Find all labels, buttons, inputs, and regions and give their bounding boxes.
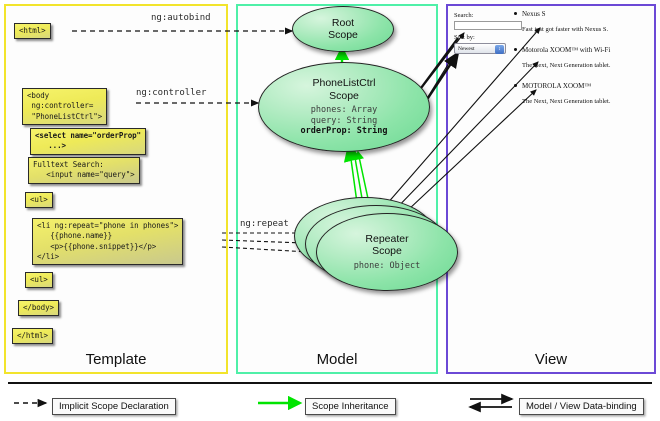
bullet-icon [514, 12, 517, 15]
scope-root: Root Scope [292, 6, 394, 52]
search-label: Search: [454, 12, 474, 19]
code-box-html-open: <html> [14, 23, 51, 40]
panel-model: Model [236, 4, 438, 374]
panel-template-label: Template [85, 351, 147, 368]
bullet-icon [514, 84, 517, 87]
bullet-icon [514, 48, 517, 51]
scope-phonelistctrl-title: PhoneListCtrl Scope [312, 77, 376, 102]
panel-template: Template [4, 4, 228, 374]
scope-prop-bold: orderProp: String [300, 126, 388, 137]
code-box-html-close: </html> [12, 328, 53, 345]
code-box-select: <select name="orderProp" ...> [30, 128, 146, 155]
scope-prop-plain: phones: Array query: String [310, 104, 378, 126]
list-item[interactable]: MOTOROLA XOOM™ The Next, Next Generation… [514, 82, 611, 105]
sort-by-selected-value: Newest [458, 45, 475, 52]
legend-item-implicit-scope-declaration: Implicit Scope Declaration [52, 398, 176, 415]
scope-repeater-props: phone: Object [353, 260, 421, 271]
legend-item-model-view-data-binding: Model / View Data-binding [519, 398, 644, 415]
scope-phonelistctrl-props: phones: Array query: String orderProp: S… [301, 105, 388, 137]
phone-name: Motorola XOOM™ with Wi-Fi [522, 46, 611, 54]
legend: Implicit Scope Declaration Scope Inherit… [0, 382, 660, 421]
search-input[interactable] [454, 21, 522, 30]
code-box-ul-close: <ul> [25, 272, 53, 289]
list-item[interactable]: Motorola XOOM™ with Wi-Fi The Next, Next… [514, 46, 611, 69]
code-box-ul-open: <ul> [25, 192, 53, 209]
scope-root-title: Root Scope [328, 16, 358, 41]
scope-repeater: Repeater Scope phone: Object [316, 213, 458, 291]
sort-by-label: Sort by: [454, 34, 475, 41]
phone-snippet: The Next, Next Generation tablet. [522, 62, 611, 69]
scope-repeater-title: Repeater Scope [365, 232, 409, 258]
code-box-li-repeat: <li ng:repeat="phone in phones"> {{phone… [32, 218, 184, 266]
panel-model-label: Model [316, 351, 358, 368]
phone-name: MOTOROLA XOOM™ [522, 82, 592, 90]
edge-label-autobind: ng:autobind [151, 13, 211, 23]
legend-item-scope-inheritance: Scope Inheritance [305, 398, 396, 415]
list-item[interactable]: Nexus S Fast just got faster with Nexus … [514, 10, 609, 33]
edge-label-controller: ng:controller [136, 88, 207, 98]
phone-snippet: The Next, Next Generation tablet. [522, 98, 611, 105]
code-box-body-close: </body> [18, 300, 59, 317]
phone-snippet: Fast just got faster with Nexus S. [522, 26, 609, 33]
phone-name: Nexus S [522, 10, 546, 18]
scope-phonelistctrl: PhoneListCtrl Scope phones: Array query:… [258, 62, 430, 152]
code-box-fulltext: Fulltext Search: <input name="query"> [28, 157, 140, 184]
code-box-body-open: <body ng:controller= "PhoneListCtrl"> [22, 88, 108, 126]
chevron-updown-icon: ↕ [495, 45, 504, 54]
edge-label-repeat: ng:repeat [240, 219, 289, 229]
legend-divider [8, 382, 652, 384]
panel-view-label: View [534, 351, 568, 368]
sort-by-select[interactable]: Newest ↕ [454, 43, 506, 54]
view-mock-app: Search: Sort by: Newest ↕ Nexus S Fast j… [452, 10, 652, 340]
